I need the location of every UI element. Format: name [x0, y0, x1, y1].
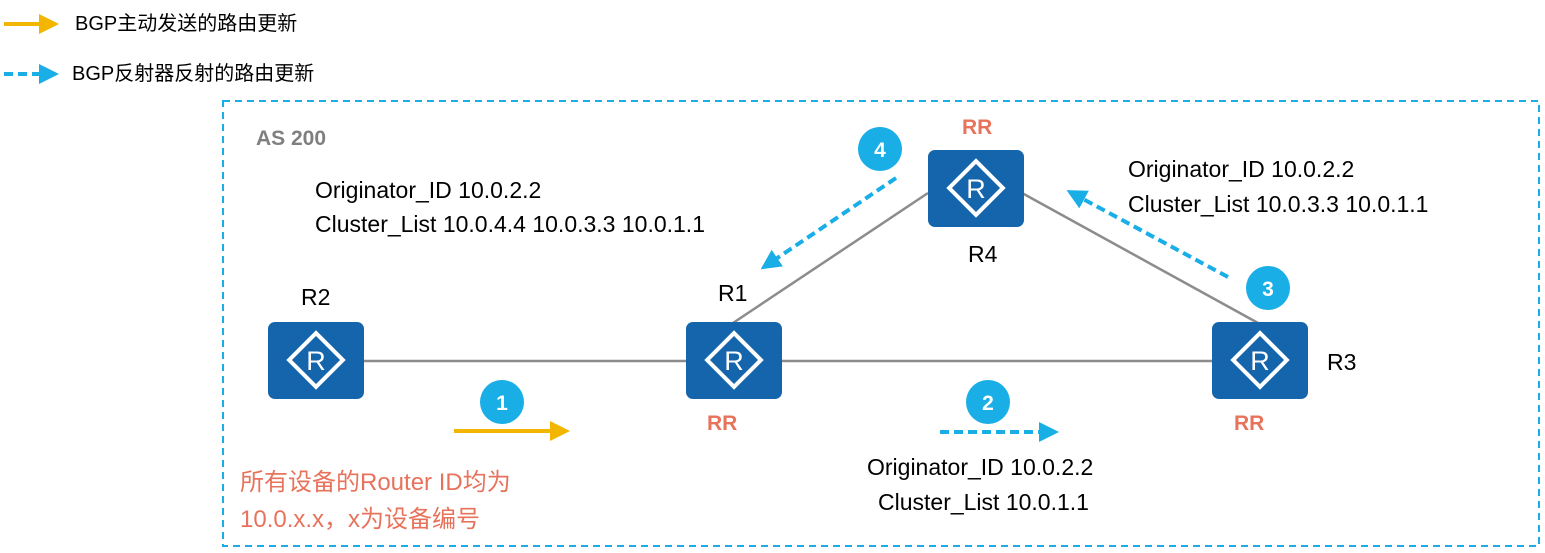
step3-cluster-list: Cluster_List 10.0.3.3 10.0.1.1	[1128, 191, 1429, 217]
step2-badge: 2	[966, 380, 1010, 424]
router-r3-name: R3	[1327, 349, 1357, 375]
svg-text:2: 2	[982, 392, 994, 415]
step3-badge: 3	[1246, 266, 1290, 310]
router-r3-rr-label: RR	[1234, 412, 1265, 435]
router-r2-name: R2	[301, 284, 331, 310]
router-r3-icon	[1210, 320, 1310, 401]
router-r1-icon	[684, 320, 784, 401]
router-r4-rr-label: RR	[962, 116, 993, 139]
step3-reflected-arrow-icon	[1066, 190, 1229, 279]
step4-cluster-list: Cluster_List 10.0.4.4 10.0.3.3 10.0.1.1	[315, 211, 705, 237]
router-r4-name: R4	[968, 241, 998, 267]
step4-badge: 4	[858, 127, 902, 171]
step1-badge: 1	[480, 380, 524, 424]
link-r4-r3	[1021, 191, 1259, 325]
step2-cluster-list: Cluster_List 10.0.1.1	[878, 489, 1089, 515]
step3-originator-id: Originator_ID 10.0.2.2	[1128, 156, 1355, 182]
step2-originator-id: Originator_ID 10.0.2.2	[867, 454, 1094, 480]
router-r2-icon	[266, 320, 366, 401]
legend-reflected-update-label: BGP反射器反射的路由更新	[72, 63, 315, 85]
link-r1-r4	[732, 191, 929, 325]
step4-reflected-arrow-icon	[760, 176, 898, 270]
router-id-note-line1: 所有设备的Router ID均为	[240, 469, 511, 496]
svg-text:4: 4	[874, 139, 886, 162]
router-r1-name: R1	[718, 280, 748, 306]
as-boundary	[222, 100, 1540, 547]
legend-active-update-label: BGP主动发送的路由更新	[75, 13, 298, 35]
svg-text:1: 1	[496, 392, 508, 415]
router-id-note-line2: 10.0.x.x，x为设备编号	[240, 506, 481, 533]
svg-text:3: 3	[1262, 278, 1274, 301]
router-r1-rr-label: RR	[707, 412, 738, 435]
as-label: AS 200	[256, 127, 327, 150]
router-r4-icon	[926, 148, 1026, 229]
step4-originator-id: Originator_ID 10.0.2.2	[315, 177, 542, 203]
